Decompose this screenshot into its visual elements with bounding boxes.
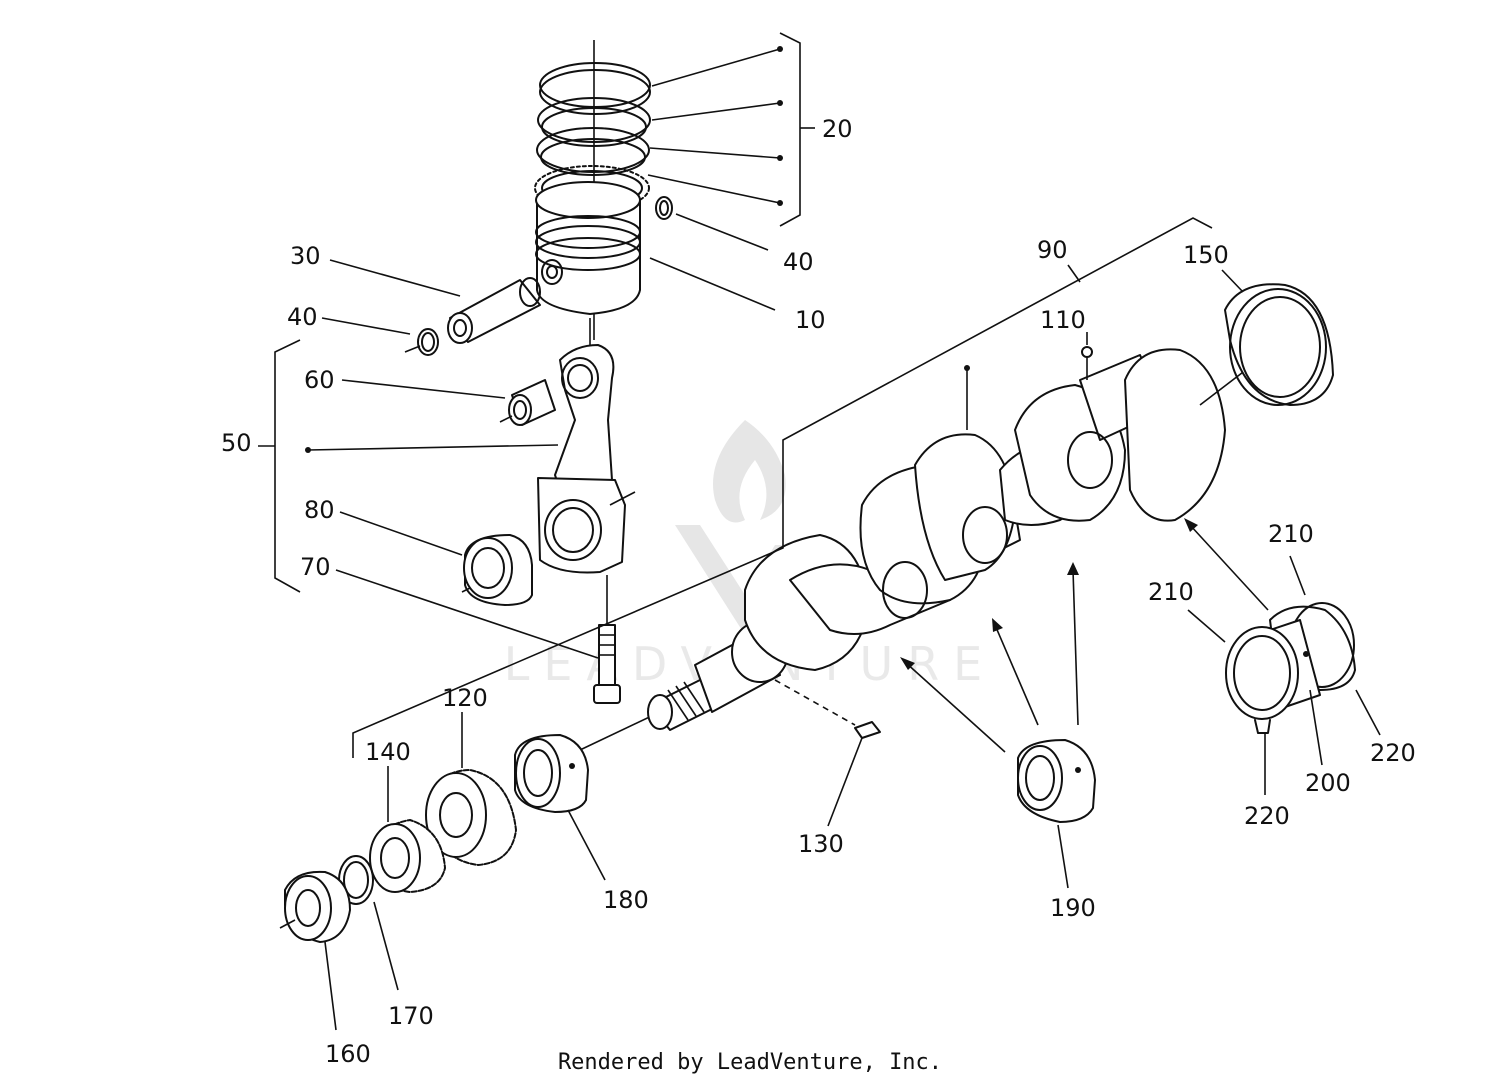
label-130: 130 — [798, 830, 844, 858]
label-170: 170 — [388, 1002, 434, 1030]
label-90: 90 — [1037, 236, 1068, 264]
label-50: 50 — [221, 429, 252, 457]
label-200: 200 — [1305, 769, 1351, 797]
label-220-right: 220 — [1370, 739, 1416, 767]
label-20: 20 — [822, 115, 853, 143]
main-bearing — [1017, 739, 1096, 823]
rod-bolt — [593, 624, 621, 704]
rear-ring — [1224, 283, 1334, 406]
label-10: 10 — [795, 306, 826, 334]
label-120: 120 — [442, 684, 488, 712]
label-60: 60 — [304, 366, 335, 394]
label-30: 30 — [290, 242, 321, 270]
callout-labels: 10 20 30 40 40 50 60 70 80 90 110 120 13… — [221, 115, 1416, 1068]
label-140: 140 — [365, 738, 411, 766]
label-150: 150 — [1183, 241, 1229, 269]
label-40-left: 40 — [287, 303, 318, 331]
circlip-left — [404, 328, 439, 356]
leader-lines — [258, 32, 1381, 1031]
oil-plug — [1081, 346, 1093, 380]
bearing-case-assembly — [1225, 602, 1356, 734]
crank-gear-large — [425, 769, 517, 866]
label-220-left: 220 — [1244, 802, 1290, 830]
label-210-left: 210 — [1148, 578, 1194, 606]
crank-gear-small — [369, 819, 446, 893]
connecting-rod — [537, 318, 636, 625]
rod-bearing — [461, 534, 533, 606]
assembly-arrows — [900, 518, 1269, 753]
piston — [535, 181, 641, 315]
small-end-bushing — [499, 379, 556, 426]
label-160: 160 — [325, 1040, 371, 1068]
label-40-right: 40 — [783, 248, 814, 276]
oil-seal — [279, 870, 351, 943]
crankshaft — [579, 339, 1286, 751]
label-80: 80 — [304, 496, 335, 524]
piston-pin — [447, 277, 541, 344]
label-180: 180 — [603, 886, 649, 914]
label-190: 190 — [1050, 894, 1096, 922]
label-210-right: 210 — [1268, 520, 1314, 548]
front-bushing — [514, 734, 589, 813]
circlip-right — [655, 196, 673, 220]
label-110: 110 — [1040, 306, 1086, 334]
woodruff-key — [774, 679, 881, 739]
footer-credit: Rendered by LeadVenture, Inc. — [557, 1050, 943, 1075]
label-70: 70 — [300, 553, 331, 581]
